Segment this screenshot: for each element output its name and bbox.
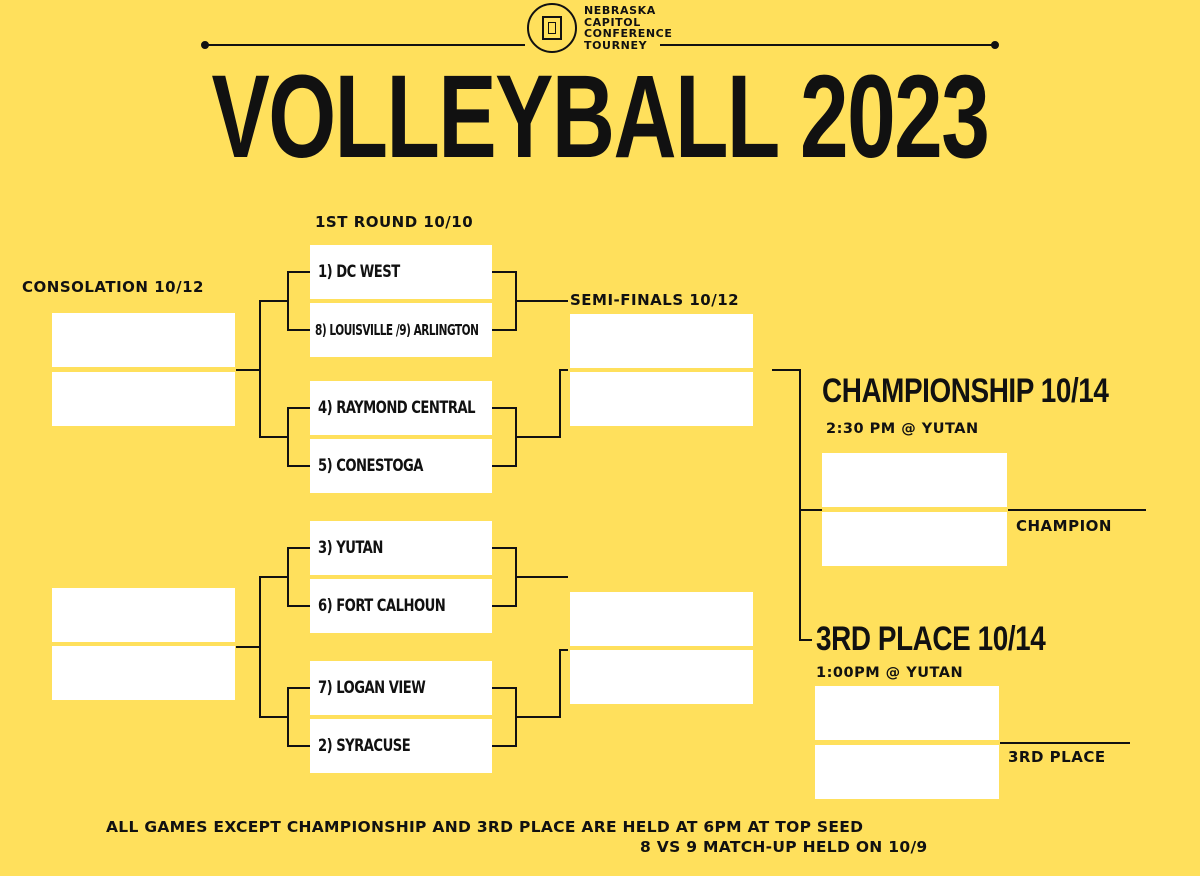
seed-box: 4) RAYMOND CENTRAL xyxy=(310,381,492,435)
championship-heading: CHAMPIONSHIP 10/14 xyxy=(822,372,1109,410)
seed-box: 3) YUTAN xyxy=(310,521,492,575)
logo-line: TOURNEY xyxy=(584,38,648,52)
consolation-label: CONSOLATION 10/12 xyxy=(22,278,204,296)
page-title: VOLLEYBALL 2023 xyxy=(211,51,990,183)
footer-note: ALL GAMES EXCEPT CHAMPIONSHIP AND 3RD PL… xyxy=(106,818,864,836)
footer-note: 8 VS 9 MATCH-UP HELD ON 10/9 xyxy=(640,838,928,856)
seed-box: 8) LOUISVILLE /9) ARLINGTON xyxy=(310,303,492,357)
consolation-slot xyxy=(52,646,235,700)
third-place-label: 3RD PLACE xyxy=(1008,748,1106,766)
seed-box: 5) CONESTOGA xyxy=(310,439,492,493)
championship-slot xyxy=(822,512,1007,566)
conference-logo xyxy=(527,3,577,53)
consolation-slot xyxy=(52,588,235,642)
third-place-time: 1:00PM @ YUTAN xyxy=(816,665,964,681)
logo-line: NEBRASKA xyxy=(584,4,656,17)
consolation-slot xyxy=(52,372,235,426)
logo-line: CAPITOL xyxy=(584,15,641,29)
logo-line: CONFERENCE xyxy=(584,27,673,40)
logo-text: NEBRASKA CAPITOL CONFERENCE TOURNEY xyxy=(584,5,672,51)
seed-box: 2) SYRACUSE xyxy=(310,719,492,773)
third-place-slot xyxy=(815,745,999,799)
consolation-slot xyxy=(52,313,235,367)
third-place-slot xyxy=(815,686,999,740)
championship-slot xyxy=(822,453,1007,507)
seed-box: 7) LOGAN VIEW xyxy=(310,661,492,715)
third-place-heading: 3RD PLACE 10/14 xyxy=(816,620,1046,658)
first-round-label: 1ST ROUND 10/10 xyxy=(315,213,474,231)
semifinal-slot xyxy=(570,650,753,704)
championship-time: 2:30 PM @ YUTAN xyxy=(826,421,979,437)
seed-box: 1) DC WEST xyxy=(310,245,492,299)
semifinal-slot xyxy=(570,314,753,368)
semifinal-slot xyxy=(570,592,753,646)
semifinals-label: SEMI-FINALS 10/12 xyxy=(570,291,740,309)
capitol-building-icon xyxy=(542,16,562,40)
seed-box: 6) FORT CALHOUN xyxy=(310,579,492,633)
semifinal-slot xyxy=(570,372,753,426)
champion-label: CHAMPION xyxy=(1016,517,1112,535)
